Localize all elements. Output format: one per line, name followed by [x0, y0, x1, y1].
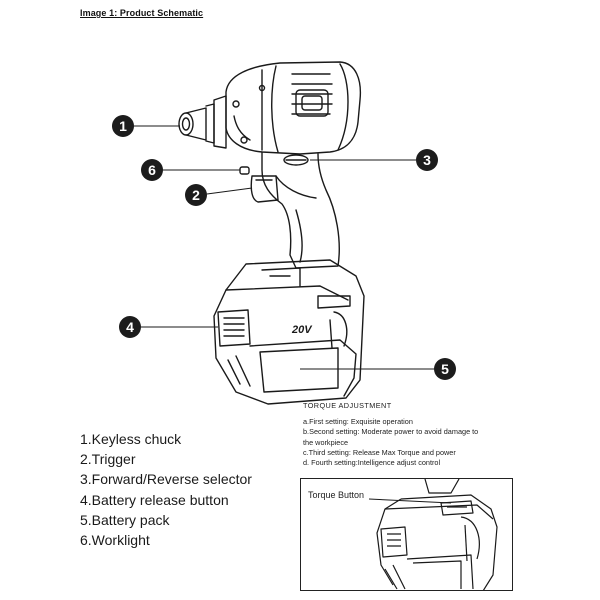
- torque-setting-d: d. Fourth setting:Intelligence adjust co…: [303, 458, 441, 468]
- torque-setting-b: b.Second setting: Moderate power to avoi…: [303, 427, 479, 437]
- torque-setting-b-cont: the workpiece: [303, 437, 349, 447]
- torque-button-figure: Torque Button: [300, 478, 513, 591]
- page-title: Image 1: Product Schematic: [80, 8, 204, 18]
- torque-title: TORQUE ADJUSTMENT: [303, 401, 392, 410]
- torque-button-drawing: [376, 479, 498, 590]
- part-item-battery-pack: 5.Battery pack: [80, 511, 170, 528]
- callout-number: 4: [126, 319, 134, 335]
- part-item-trigger: 2.Trigger: [80, 451, 136, 468]
- callout-4: 4: [119, 316, 141, 338]
- keyless-chuck-drawing: [178, 95, 227, 149]
- callout-number: 1: [119, 118, 127, 134]
- callout-6: 6: [141, 159, 163, 181]
- torque-button-label: Torque Button: [308, 490, 365, 500]
- callout-2: 2: [185, 184, 207, 206]
- torque-setting-c: c.Third setting: Release Max Torque and …: [303, 447, 456, 457]
- part-item-forward-reverse-selector: 3.Forward/Reverse selector: [80, 471, 252, 488]
- callout-3: 3: [416, 149, 438, 171]
- handle-drawing: [239, 151, 340, 269]
- callout-number: 3: [423, 152, 431, 168]
- callout-number: 2: [192, 187, 200, 203]
- torque-settings-list: a.First setting: Exquisite operation b.S…: [303, 417, 513, 468]
- battery-pack-drawing: [213, 259, 365, 405]
- torque-setting-a: a.First setting: Exquisite operation: [303, 417, 413, 427]
- callout-5: 5: [434, 358, 456, 380]
- part-item-worklight: 6.Worklight: [80, 532, 150, 549]
- part-item-battery-release-button: 4.Battery release button: [80, 491, 229, 508]
- callout-number: 5: [441, 361, 449, 377]
- torque-adjustment-section: TORQUE ADJUSTMENT a.First setting: Exqui…: [303, 401, 513, 468]
- parts-list: 1.Keyless chuck 2.Trigger 3.Forward/Reve…: [80, 429, 252, 550]
- callout-1: 1: [112, 115, 134, 137]
- part-item-keyless-chuck: 1.Keyless chuck: [80, 431, 182, 447]
- torque-button-leader: [368, 498, 452, 504]
- callout-number: 6: [148, 162, 156, 178]
- tool-housing-drawing: [225, 61, 362, 155]
- battery-voltage-label: 20V: [291, 324, 313, 336]
